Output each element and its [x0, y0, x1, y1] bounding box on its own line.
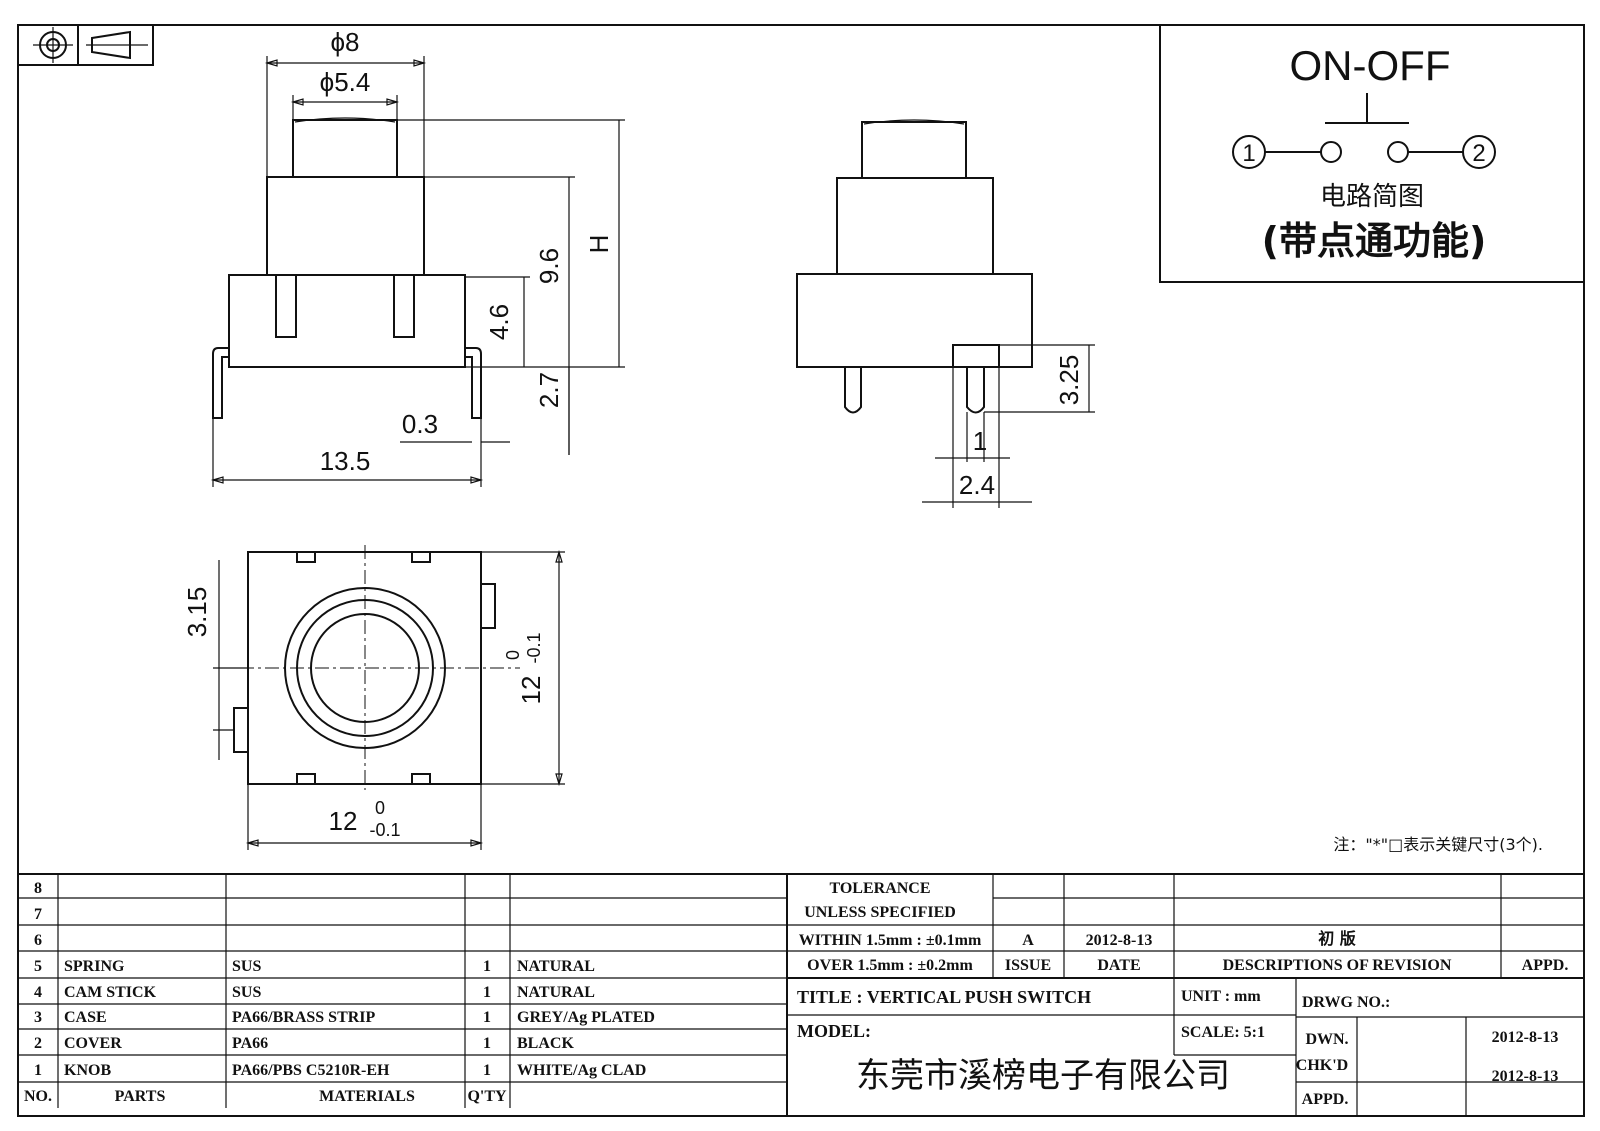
dim-12-horizontal-tol-upper: 0: [375, 798, 385, 818]
revision-description: 初 版: [1318, 929, 1356, 948]
bom-row-4-no: 4: [34, 984, 42, 1001]
projection-symbol-icon: [17, 24, 154, 66]
revision-header-description: DESCRIPTIONS OF REVISION: [1223, 957, 1452, 974]
circuit-pin-1: 1: [1242, 140, 1255, 167]
revision-header-date: DATE: [1097, 957, 1140, 974]
bom-row-1-material: PA66/PBS C5210R-EH: [232, 1062, 390, 1079]
circuit-diagram-box: ON-OFF 1 2 电路简图 (带点通功能): [1159, 24, 1585, 283]
bom-row-3-part: CASE: [64, 1009, 107, 1026]
dim-phi8: ϕ8: [330, 27, 359, 57]
bom-row-1-qty: 1: [483, 1062, 491, 1079]
bom-row-2-no: 2: [34, 1035, 42, 1052]
bom-row-2-material: PA66: [232, 1035, 268, 1052]
checked-label: CHK'D: [1296, 1057, 1348, 1074]
bom-row-2-part: COVER: [64, 1035, 122, 1052]
side-view: ϕ8 ϕ5.4 H 9.6 4.6 2.7 0.3 13.5: [210, 27, 625, 487]
bom-row-5-finish: NATURAL: [517, 958, 595, 975]
circuit-pin-2: 2: [1472, 140, 1485, 167]
bom-row-8-no: 8: [34, 880, 42, 897]
revision-header-appd: APPD.: [1522, 957, 1569, 974]
dim-12-vertical: 12: [516, 676, 546, 705]
revision-header-issue: ISSUE: [1005, 957, 1051, 974]
bom-row-2-finish: BLACK: [517, 1035, 574, 1052]
checked-date: 2012-8-13: [1492, 1068, 1559, 1085]
tolerance-line-2: UNLESS SPECIFIED: [804, 904, 956, 921]
bom-header-parts: PARTS: [115, 1088, 166, 1105]
bom-row-4-qty: 1: [483, 984, 491, 1001]
revision-date: 2012-8-13: [1086, 932, 1153, 949]
tolerance-line-1: TOLERANCE: [829, 880, 930, 897]
bom-row-4-material: SUS: [232, 984, 261, 1001]
title-block: 8 7 6 5 SPRING SUS 1 NATURAL 4 CAM STICK…: [18, 873, 1584, 1116]
company-name: 东莞市溪榜电子有限公司: [856, 1056, 1230, 1096]
drawn-date: 2012-8-13: [1492, 1029, 1559, 1046]
circuit-subcaption: (带点通功能): [1262, 219, 1487, 263]
tolerance-line-3: WITHIN 1.5mm : ±0.1mm: [799, 932, 982, 949]
bom-row-7-no: 7: [34, 906, 42, 923]
bom-header-qty: Q'TY: [467, 1088, 507, 1105]
circuit-title: ON-OFF: [1290, 42, 1451, 89]
bom-header-no: NO.: [24, 1088, 52, 1105]
drawing-border: [17, 24, 1585, 1117]
dim-2-4: 2.4: [959, 470, 995, 500]
bom-row-2-qty: 1: [483, 1035, 491, 1052]
bom-row-3-finish: GREY/Ag PLATED: [517, 1009, 655, 1026]
bom-header-materials: MATERIALS: [319, 1088, 415, 1105]
dim-12-horizontal: 12: [329, 806, 358, 836]
drawn-label: DWN.: [1305, 1031, 1348, 1048]
bom-row-5-no: 5: [34, 958, 42, 975]
dim-1: 1: [973, 426, 987, 456]
dim-12-vertical-tol-lower: -0.1: [524, 632, 544, 663]
circuit-caption: 电路简图: [1320, 182, 1424, 212]
bom-row-4-part: CAM STICK: [64, 984, 157, 1001]
bom-row-4-finish: NATURAL: [517, 984, 595, 1001]
dim-phi5-4: ϕ5.4: [320, 67, 371, 97]
dim-12-horizontal-tol-lower: -0.1: [369, 820, 400, 840]
dim-2-7: 2.7: [534, 372, 564, 408]
bom-row-6-no: 6: [34, 932, 42, 949]
unit-label: UNIT : mm: [1181, 988, 1261, 1005]
dim-13-5: 13.5: [320, 446, 371, 476]
front-view: 3.25 1 2.4: [796, 119, 1095, 508]
model-label: MODEL:: [797, 1021, 871, 1041]
dim-9-6: 9.6: [534, 248, 564, 284]
approved-label: APPD.: [1302, 1091, 1349, 1108]
scale-label: SCALE: 5:1: [1181, 1024, 1265, 1041]
bom-row-3-qty: 1: [483, 1009, 491, 1026]
top-view: 3.15 12 0 -0.1 12 0 -0.1: [182, 545, 565, 850]
key-dimension-note: 注："*"□表示关键尺寸(3个).: [1333, 835, 1543, 854]
drawing-number-label: DRWG NO.:: [1302, 994, 1390, 1011]
dim-h: H: [584, 235, 614, 254]
revision-issue: A: [1022, 932, 1034, 949]
bom-row-5-material: SUS: [232, 958, 261, 975]
drawing-title: TITLE : VERTICAL PUSH SWITCH: [797, 987, 1091, 1007]
dim-3-15: 3.15: [182, 587, 212, 638]
dim-4-6: 4.6: [484, 304, 514, 340]
dim-12-vertical-tol-upper: 0: [503, 650, 523, 660]
bom-row-1-finish: WHITE/Ag CLAD: [517, 1062, 646, 1079]
bom-row-5-part: SPRING: [64, 958, 125, 975]
bom-row-3-material: PA66/BRASS STRIP: [232, 1009, 376, 1026]
dim-3-25: 3.25: [1054, 355, 1084, 406]
bom-row-3-no: 3: [34, 1009, 42, 1026]
tolerance-line-4: OVER 1.5mm : ±0.2mm: [807, 957, 973, 974]
bom-row-1-no: 1: [34, 1062, 42, 1079]
dim-0-3: 0.3: [402, 409, 438, 439]
bom-row-5-qty: 1: [483, 958, 491, 975]
bom-row-1-part: KNOB: [64, 1062, 111, 1079]
